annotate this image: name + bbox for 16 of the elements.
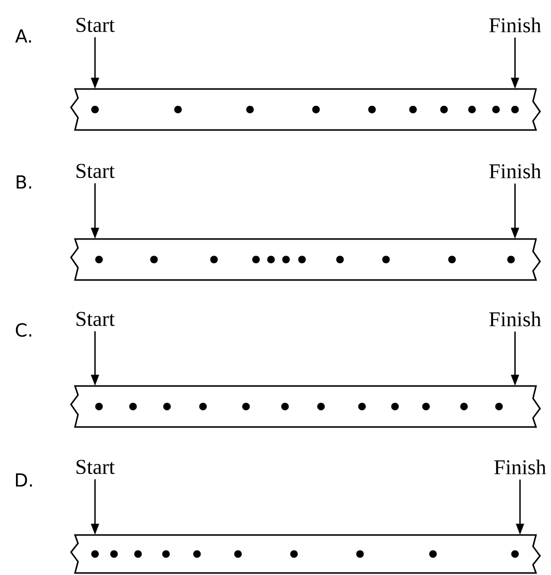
endpoint-label: Finish	[489, 164, 541, 178]
endpoint-label: Start	[76, 312, 115, 326]
ticker-tape	[70, 534, 541, 574]
endpoint-label: Finish	[494, 460, 546, 474]
endpoint-label: Start	[76, 164, 115, 178]
endpoint-label: Finish	[489, 312, 541, 326]
option-letter: A.	[15, 29, 31, 43]
ticker-tape	[70, 238, 541, 281]
ticker-tape	[70, 385, 541, 428]
endpoint-label: Finish	[489, 18, 541, 32]
option-letter: B.	[16, 175, 32, 189]
endpoint-label: Start	[76, 18, 115, 32]
option-letter: C.	[16, 323, 32, 337]
ticker-tape	[70, 88, 541, 131]
option-letter: D.	[16, 473, 32, 487]
endpoint-label: Start	[76, 460, 115, 474]
